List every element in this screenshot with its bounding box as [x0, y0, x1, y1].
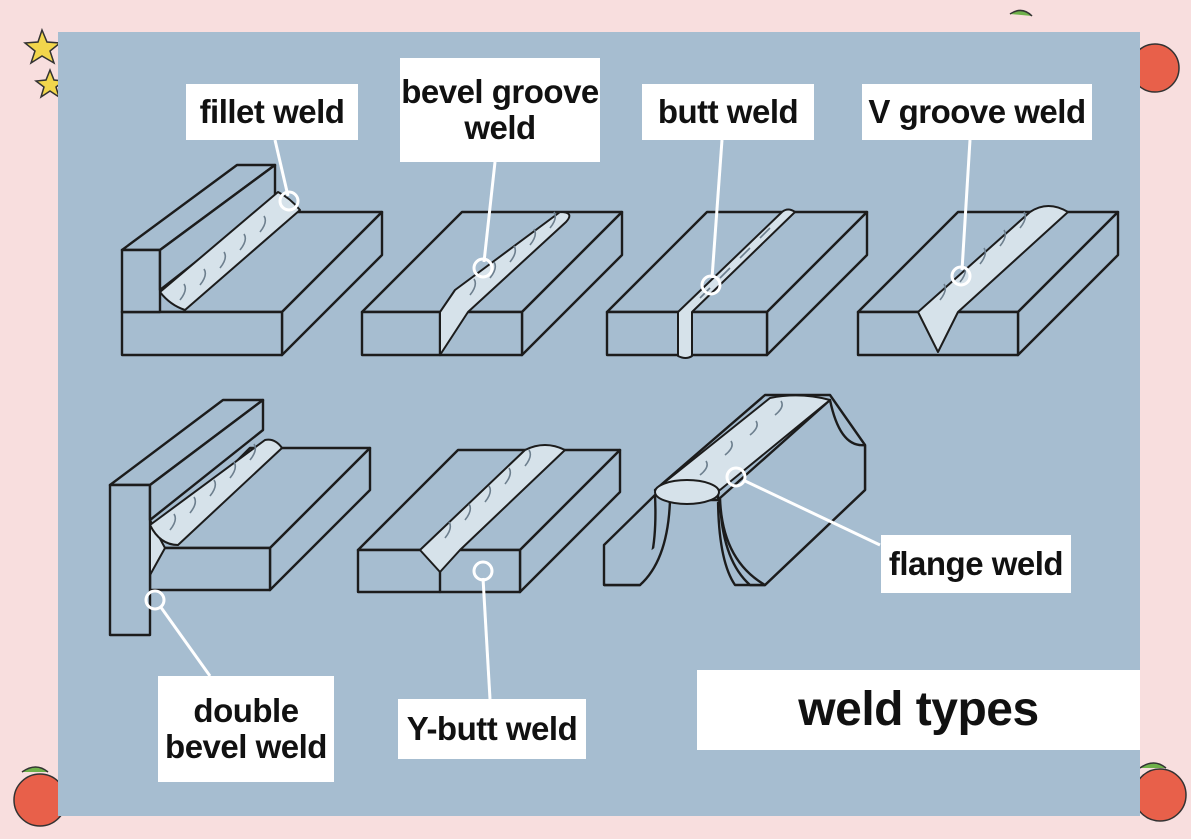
butt-weld-illustration [605, 208, 869, 359]
label-bevel-groove-weld: bevel groove weld [400, 58, 600, 162]
fillet-weld-illustration [120, 163, 384, 357]
label-flange-weld: flange weld [881, 535, 1071, 593]
label-v-groove-weld: V groove weld [862, 84, 1092, 140]
double-bevel-weld-illustration [108, 398, 372, 637]
label-double-bevel-weld: double bevel weld [158, 676, 334, 782]
leader-lines [144, 139, 972, 700]
star-icon [23, 27, 62, 65]
apple-icon [1009, 9, 1180, 93]
diagram-title: weld types [697, 670, 1140, 750]
v-groove-weld-illustration [856, 205, 1120, 357]
apple-icon [1133, 762, 1187, 822]
y-butt-weld-illustration [356, 444, 622, 594]
label-fillet-weld: fillet weld [186, 84, 358, 140]
label-butt-weld: butt weld [642, 84, 814, 140]
flange-weld-illustration [602, 393, 867, 587]
bevel-groove-weld-illustration [360, 210, 624, 357]
label-y-butt-weld: Y-butt weld [398, 699, 586, 759]
